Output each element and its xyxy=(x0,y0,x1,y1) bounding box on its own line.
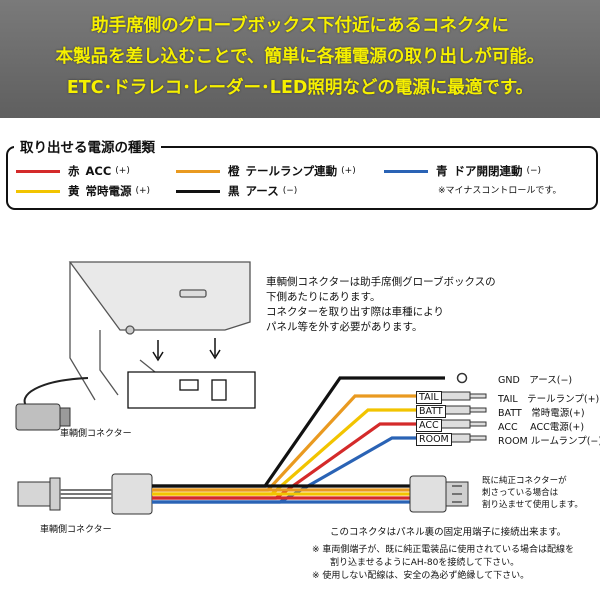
legend-color-name: 青 xyxy=(436,164,448,178)
output-gnd: GND アース(−) xyxy=(498,375,573,386)
factory-note-1: 既に純正コネクターが xyxy=(482,476,567,486)
output-terminals xyxy=(439,372,487,443)
yellow-swatch xyxy=(16,189,60,193)
legend-sign: (+) xyxy=(115,166,130,176)
power-type-legend xyxy=(6,146,598,210)
legend-name: ドア開閉連動 xyxy=(453,164,523,178)
red-swatch xyxy=(16,169,60,173)
dashboard-illustration xyxy=(68,261,256,409)
legend-item-gnd: 黒 アース (−) xyxy=(176,183,297,199)
output-batt: BATT 常時電源(+) xyxy=(498,408,585,419)
output-acc: ACC ACC電源(+) xyxy=(498,422,585,433)
legend-sign: (+) xyxy=(135,186,151,196)
blue-swatch xyxy=(384,169,428,173)
description-line-1: 車輌側コネクターは助手席側グローブボックスの xyxy=(266,276,496,288)
harness-connector-left xyxy=(17,473,153,515)
vehicle-connector-left xyxy=(15,377,89,431)
banner-line-1: 助手席側のグローブボックス下付近にあるコネクタに xyxy=(91,16,509,36)
factory-note-2: 刺さっている場合は xyxy=(482,488,559,498)
legend-item-tail: 橙 テールランプ連動 (+) xyxy=(176,163,356,179)
legend-sign: (+) xyxy=(341,166,356,176)
legend-name: アース xyxy=(245,184,279,198)
legend-note: ※マイナスコントロールです。 xyxy=(438,186,562,196)
description-line-3: コネクターを取り出す際は車種により xyxy=(266,306,444,318)
black-swatch xyxy=(176,189,220,193)
header-banner: 助手席側のグローブボックス下付近にあるコネクタに 本製品を差し込むことで、簡単に… xyxy=(0,0,600,118)
output-room: ROOM ルームランプ(−) xyxy=(498,436,600,447)
tag-acc: ACC xyxy=(416,419,442,432)
legend-item-acc: 赤 ACC (+) xyxy=(16,163,130,179)
legend-sign: (−) xyxy=(526,166,542,176)
factory-note-3: 割り込ませて使用します。 xyxy=(482,500,583,510)
wire-bundle xyxy=(60,376,445,504)
footnote-1: ※ 車両側端子が、既に純正電装品に使用されている場合は配線を xyxy=(312,545,574,555)
legend-item-room: 青 ドア開閉連動 (−) xyxy=(384,163,541,179)
legend-color-name: 黒 xyxy=(228,184,240,198)
vehicle-connector-label-1: 車輌側コネクター xyxy=(60,429,132,439)
legend-item-batt: 黄 常時電源 (+) xyxy=(16,183,150,199)
legend-title: 取り出せる電源の種類 xyxy=(14,136,161,156)
tag-tail: TAIL xyxy=(416,391,442,404)
legend-color-name: 赤 xyxy=(68,164,80,178)
tag-batt: BATT xyxy=(416,405,446,418)
legend-color-name: 黄 xyxy=(68,184,80,198)
description-line-4: パネル等を外す必要があります。 xyxy=(266,321,423,333)
output-tail: TAIL テールランプ(+) xyxy=(498,394,600,405)
legend-name: テールランプ連動 xyxy=(245,164,338,178)
legend-name: ACC xyxy=(85,164,112,178)
fix-note: このコネクタはパネル裏の固定用端子に接続出来ます。 xyxy=(330,527,567,538)
vehicle-connector-label-2: 車輌側コネクター xyxy=(40,525,112,535)
footnote-2: 割り込ませるようにAH-80を接続して下さい。 xyxy=(330,558,520,568)
tag-room: ROOM xyxy=(416,433,452,446)
footnote-3: ※ 使用しない配線は、安全の為必ず絶縁して下さい。 xyxy=(312,571,530,581)
harness-connector-right xyxy=(409,475,469,513)
orange-swatch xyxy=(176,169,220,173)
legend-color-name: 橙 xyxy=(228,164,240,178)
legend-sign: (−) xyxy=(282,186,298,196)
legend-name: 常時電源 xyxy=(85,184,132,198)
banner-line-2: 本製品を差し込むことで、簡単に各種電源の取り出しが可能。 xyxy=(55,47,545,67)
banner-line-3: ETC･ドラレコ･レーダー･LED照明などの電源に最適です。 xyxy=(66,78,534,98)
description-line-2: 下側あたりにあります。 xyxy=(266,291,381,303)
